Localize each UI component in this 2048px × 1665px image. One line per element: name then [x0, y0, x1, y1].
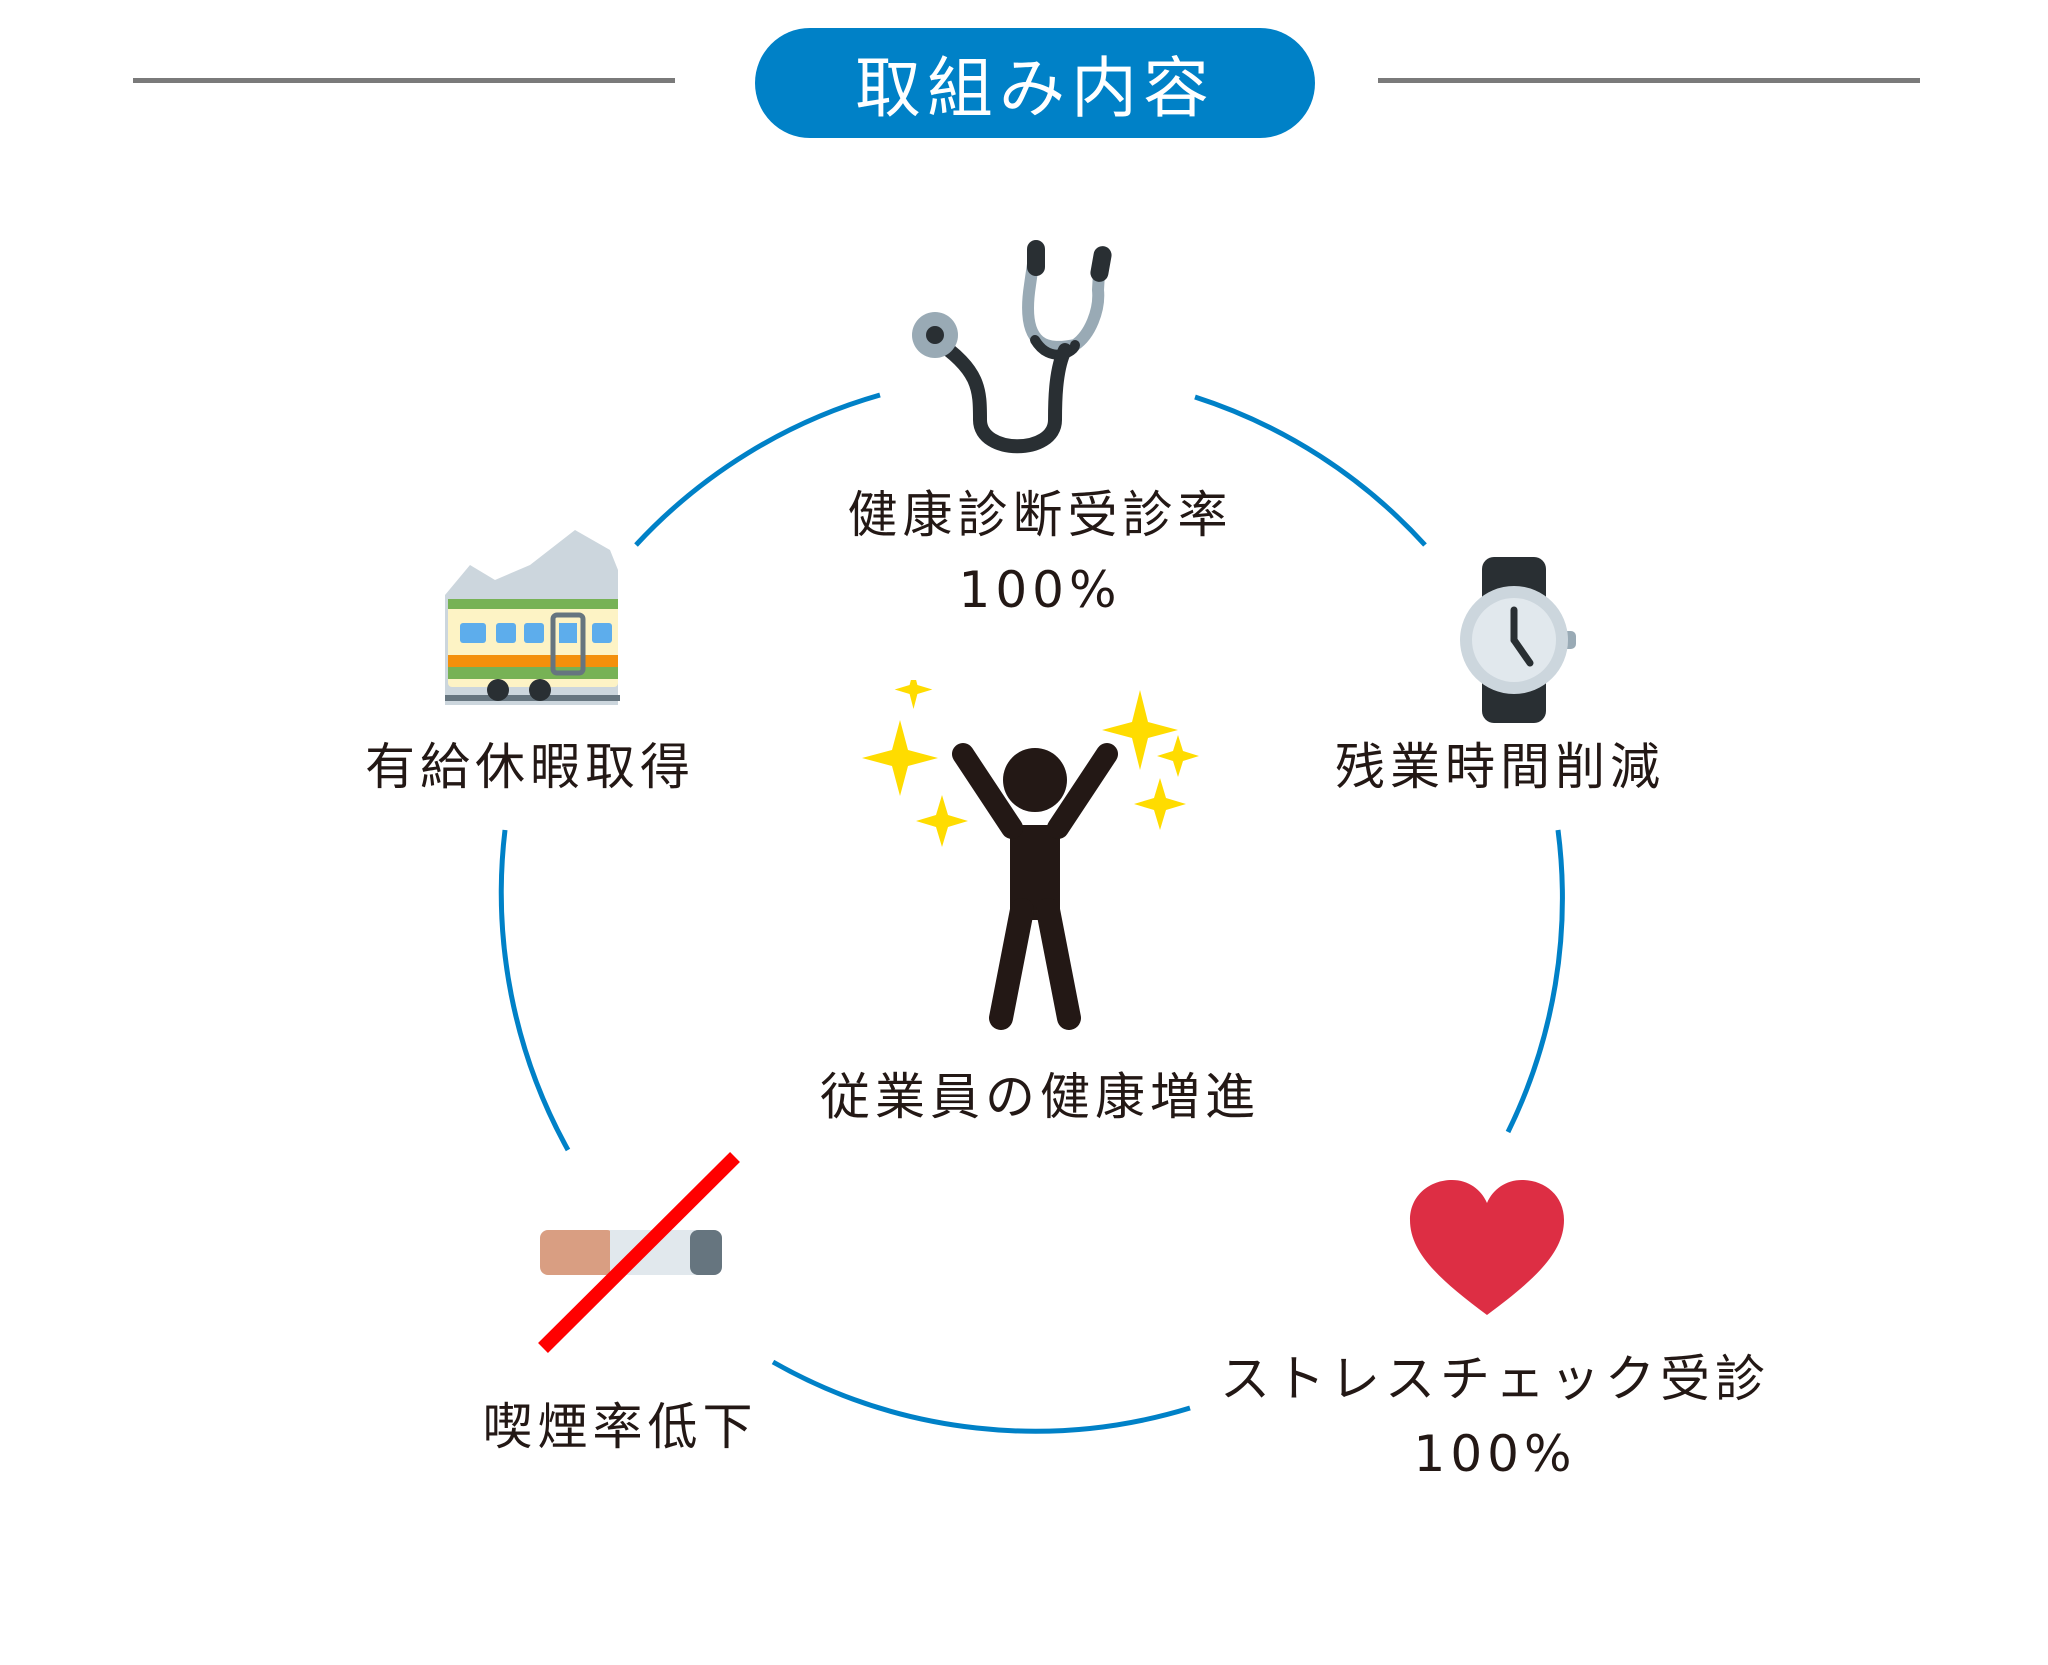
sparkle-3	[916, 795, 968, 847]
no-smoking-icon	[538, 1152, 740, 1353]
section-title-badge: 取組み内容	[755, 28, 1315, 138]
node-smoking-rate: 喫煙率低下	[420, 1390, 820, 1465]
center-goal-label: 従業員の健康増進	[820, 1068, 1260, 1126]
section-title: 取組み内容	[855, 50, 1215, 127]
node-stress-check: ストレスチェック受診 100%	[1180, 1342, 1810, 1492]
node-health-checkup-title: 健康診断受診率	[847, 486, 1233, 544]
node-health-checkup: 健康診断受診率 100%	[760, 478, 1320, 628]
stethoscope-icon	[912, 240, 1112, 454]
node-smoking-rate-title: 喫煙率低下	[482, 1398, 758, 1456]
cheering-person-icon	[862, 680, 1199, 1030]
sparkle-2	[862, 720, 938, 796]
header-rule-left	[133, 78, 675, 83]
ring-arc-bottom	[771, 1359, 1191, 1434]
sparkle-5	[1157, 735, 1199, 777]
ring-arc-left	[498, 829, 571, 1152]
node-overtime-reduction-title: 残業時間削減	[1335, 738, 1665, 796]
ring-arc-top-right	[1194, 394, 1427, 547]
train-icon	[445, 530, 620, 705]
node-stress-check-value: 100%	[1413, 1425, 1577, 1483]
header-rule-right	[1378, 78, 1920, 83]
node-health-checkup-value: 100%	[958, 561, 1122, 619]
ring-arc-right	[1505, 829, 1565, 1134]
node-paid-leave-title: 有給休暇取得	[365, 738, 695, 796]
node-stress-check-title: ストレスチェック受診	[1220, 1350, 1770, 1408]
sparkle-4	[1102, 690, 1178, 770]
watch-icon	[1460, 557, 1576, 723]
node-overtime-reduction: 残業時間削減	[1270, 730, 1730, 805]
center-goal: 従業員の健康増進	[760, 1060, 1320, 1135]
node-paid-leave: 有給休暇取得	[320, 730, 740, 805]
heart-icon	[1410, 1180, 1564, 1315]
sparkle-1	[894, 680, 933, 710]
ring-arc-top-left	[634, 392, 881, 547]
sparkle-6	[1134, 778, 1186, 830]
